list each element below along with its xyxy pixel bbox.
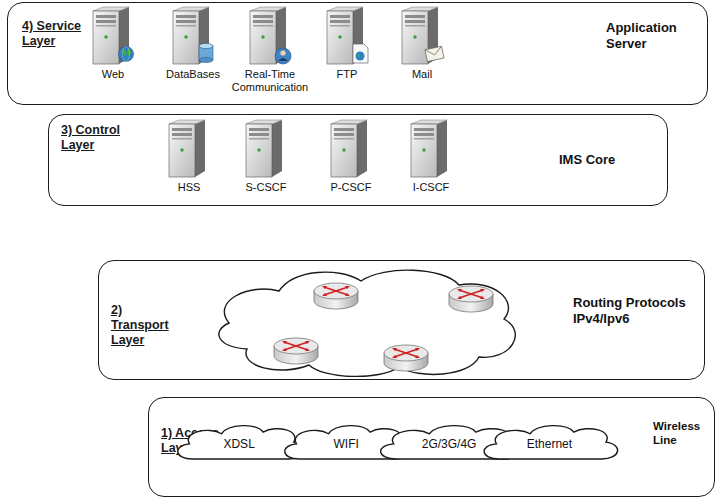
layer-band: 1) Access LayerWireless LineXDSLWIFI2G/3… [148, 397, 715, 497]
server-node: Real-Time Communication [224, 6, 316, 94]
network-cloud: Ethernet [476, 422, 622, 464]
server-icon [242, 119, 290, 179]
server-node: FTP [307, 6, 387, 81]
server-label: I-CSCF [393, 181, 469, 194]
server-icon [165, 119, 213, 179]
server-label: Mail [382, 68, 462, 81]
server-node: DataBases [153, 6, 233, 81]
server-label: Web [73, 68, 153, 81]
layer-description: Wireless Line [653, 419, 711, 448]
layer-title: 3) Control Layer [61, 123, 123, 153]
server-label: HSS [151, 181, 227, 194]
server-node: S-CSCF [228, 119, 304, 194]
server-node: P-CSCF [313, 119, 389, 194]
layer-band: 4) Service Layer Application ServerWebDat… [7, 2, 708, 105]
server-node: I-CSCF [393, 119, 469, 194]
server-icon [323, 6, 371, 66]
server-icon [246, 6, 294, 66]
layer-band: 3) Control LayerIMS CoreHSSS-CSCF P-CSCF I… [48, 114, 668, 206]
server-icon [398, 6, 446, 66]
server-label: P-CSCF [313, 181, 389, 194]
layer-description: Application Server [606, 20, 702, 53]
server-icon [327, 119, 375, 179]
layer-description: Routing Protocols IPv4/Ipv6 [573, 295, 697, 328]
server-icon [89, 6, 137, 66]
layer-title: 4) Service Layer [22, 19, 84, 49]
server-label: S-CSCF [228, 181, 304, 194]
layer-band: 2) Transport Layer Routing Protocols IPv4… [98, 260, 705, 380]
server-label: Real-Time Communication [224, 68, 316, 94]
cloud-label: Ethernet [476, 437, 622, 451]
network-cloud: XDSL [170, 422, 309, 464]
server-icon [407, 119, 455, 179]
layer-title: 2) Transport Layer [111, 303, 183, 348]
server-node: Mail [382, 6, 462, 81]
server-icon [169, 6, 217, 66]
server-label: DataBases [153, 68, 233, 81]
server-node: Web [73, 6, 153, 81]
server-label: FTP [307, 68, 387, 81]
layer-description: IMS Core [559, 152, 655, 168]
server-node: HSS [151, 119, 227, 194]
